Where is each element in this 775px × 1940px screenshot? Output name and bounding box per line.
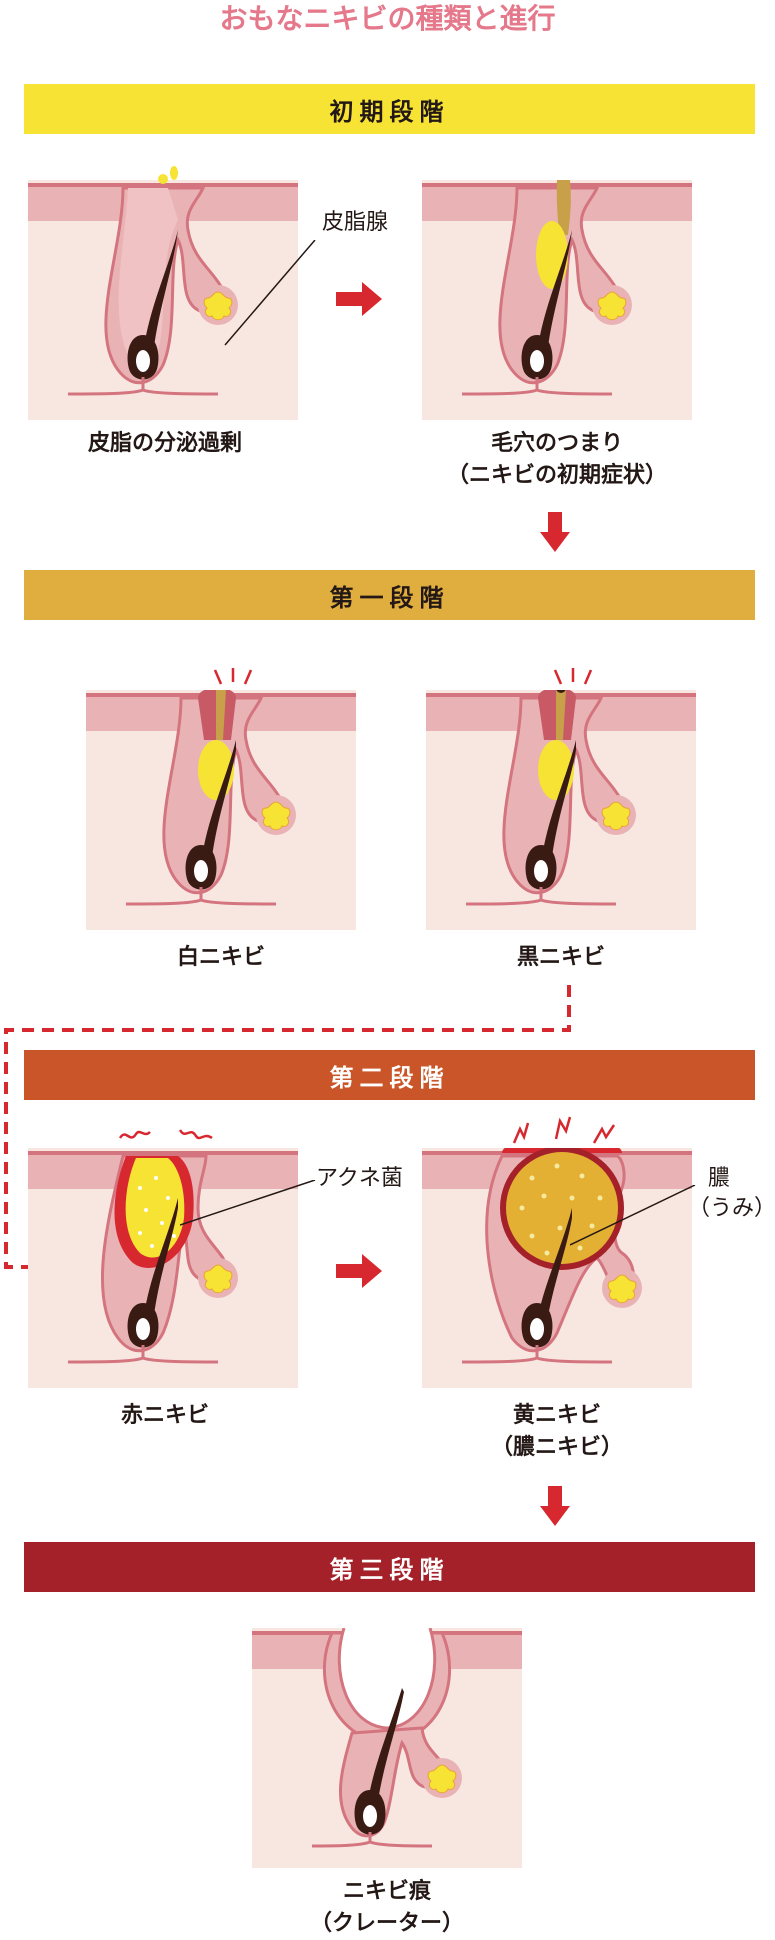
callout-line-acne-bacteria	[180, 1180, 316, 1226]
caption-crater-scar: ニキビ痕 （クレーター）	[309, 1879, 464, 1936]
callout-line-pus	[570, 1185, 696, 1246]
diagram-blackhead	[426, 690, 696, 930]
page-title: おもなニキビの種類と進行	[219, 2, 556, 35]
irritation-marks-icon	[213, 668, 253, 685]
caption-yellow-pimple: 黄ニキビ （膿ニキビ）	[490, 1403, 623, 1460]
caption-whitehead: 白ニキビ	[176, 945, 265, 970]
diagram-sebum-overproduction	[28, 180, 298, 420]
diagram-pore-clogging	[422, 180, 692, 420]
callout-sebaceous-gland: 皮脂腺	[322, 210, 389, 235]
callout-line-sebaceous-gland	[224, 240, 316, 346]
diagram-crater-scar	[252, 1628, 522, 1868]
arrow-down-icon	[540, 1486, 570, 1526]
inflammation-marks-icon	[118, 1129, 213, 1140]
diagram-whitehead	[86, 690, 356, 930]
stage-band-second: 第二段階	[24, 1050, 755, 1100]
diagram-red-pimple	[28, 1148, 298, 1388]
pain-marks-icon	[512, 1116, 616, 1144]
callout-acne-bacteria: アクネ菌	[316, 1166, 403, 1191]
irritation-marks-icon	[553, 668, 593, 685]
arrow-right-icon	[336, 282, 382, 316]
caption-sebum-overproduction: 皮脂の分泌過剰	[87, 431, 242, 456]
caption-blackhead: 黒ニキビ	[516, 945, 605, 970]
arrow-right-icon	[336, 1254, 382, 1288]
stage-band-third: 第三段階	[24, 1542, 755, 1592]
diagram-yellow-pimple	[422, 1148, 692, 1388]
callout-pus: 膿 （うみ）	[688, 1166, 775, 1221]
arrow-down-icon	[540, 512, 570, 552]
sebum-drop-icon	[158, 166, 178, 184]
stage-band-initial: 初期段階	[24, 84, 755, 134]
caption-pore-clogging: 毛穴のつまり （ニキビの初期症状）	[446, 431, 667, 488]
caption-red-pimple: 赤ニキビ	[120, 1403, 209, 1428]
stage-band-first: 第一段階	[24, 570, 755, 620]
